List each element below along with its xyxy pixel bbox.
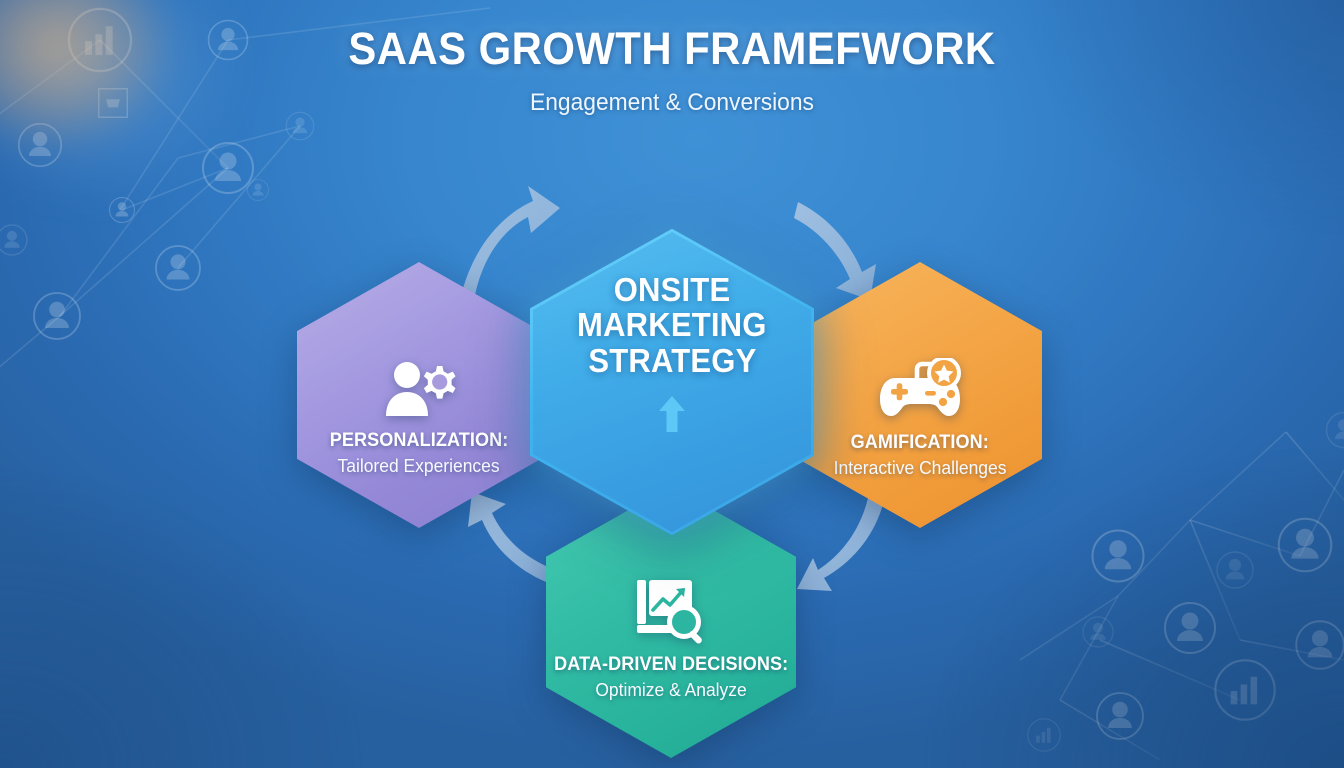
page-subtitle: Engagement & Conversions	[530, 88, 814, 116]
center-title-line3: STRATEGY	[587, 341, 757, 379]
page-title: SAAS GROWTH FRAMEFWORK	[348, 23, 996, 74]
hex-subtitle-gamification: Interactive Challenges	[833, 458, 1007, 478]
hex-subtitle-personalization: Tailored Experiences	[337, 456, 501, 476]
hex-subtitle-data-driven: Optimize & Analyze	[595, 680, 747, 700]
center-title-line1: ONSITE	[613, 271, 731, 308]
hex-title-gamification: GAMIFICATION:	[850, 432, 990, 453]
gamepad-star-icon	[880, 358, 961, 416]
hex-node-personalization[interactable]: PERSONALIZATION: Tailored Experiences	[297, 262, 541, 528]
header: SAAS GROWTH FRAMEFWORK Engagement & Conv…	[0, 26, 1344, 117]
center-title-line2: MARKETING	[577, 306, 767, 344]
hex-title-data-driven: DATA-DRIVEN DECISIONS:	[553, 654, 789, 675]
hex-title-personalization: PERSONALIZATION:	[329, 430, 509, 451]
up-arrow-icon	[659, 395, 685, 432]
person-gear-icon	[386, 362, 456, 416]
chart-magnifier-icon	[637, 580, 702, 644]
hex-node-center-strategy[interactable]: ONSITE MARKETING STRATEGY	[529, 228, 815, 536]
hex-node-gamification[interactable]: GAMIFICATION: Interactive Challenges	[798, 262, 1042, 528]
